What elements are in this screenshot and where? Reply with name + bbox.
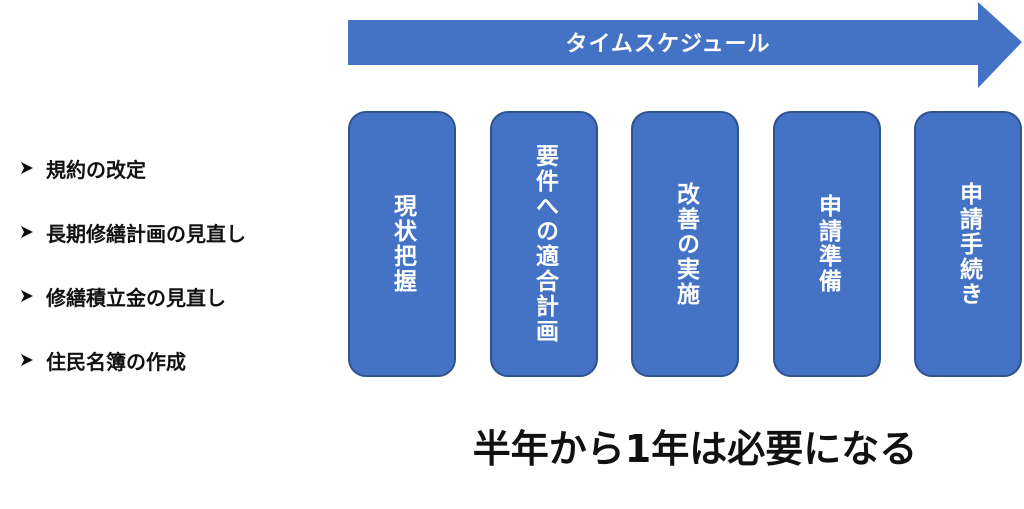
step-label: 改善の実施	[672, 181, 699, 307]
list-item: 規約の改定	[20, 136, 246, 200]
step-label: 要件への適合計画	[531, 144, 558, 344]
step-box-application-prep: 申請準備	[773, 111, 881, 377]
step-box-compliance-plan: 要件への適合計画	[490, 111, 598, 377]
summary-text: 半年から1年は必要になる	[472, 427, 918, 471]
list-item: 住民名簿の作成	[20, 328, 246, 392]
step-box-application-procedure: 申請手続き	[914, 111, 1022, 377]
arrowhead-bullet-icon	[21, 290, 33, 302]
list-item: 長期修繕計画の見直し	[20, 200, 246, 264]
step-label: 申請手続き	[955, 181, 982, 307]
timeline-arrow	[348, 2, 1022, 88]
list-item-label: 住民名簿の作成	[46, 349, 186, 374]
list-item-label: 修繕積立金の見直し	[46, 285, 226, 310]
step-box-implementation: 改善の実施	[631, 111, 739, 377]
step-label: 現状把握	[389, 194, 416, 294]
arrowhead-bullet-icon	[21, 226, 33, 238]
arrowhead-bullet-icon	[21, 162, 33, 174]
list-item-label: 長期修繕計画の見直し	[46, 221, 246, 246]
arrowhead-bullet-icon	[21, 354, 33, 366]
timeline-label: タイムスケジュール	[565, 32, 771, 57]
step-box-current-status: 現状把握	[348, 111, 456, 377]
list-item-label: 規約の改定	[46, 157, 146, 182]
list-item: 修繕積立金の見直し	[20, 264, 246, 328]
step-label: 申請準備	[814, 194, 841, 294]
checklist: 規約の改定 長期修繕計画の見直し 修繕積立金の見直し 住民名簿の作成	[20, 136, 246, 392]
